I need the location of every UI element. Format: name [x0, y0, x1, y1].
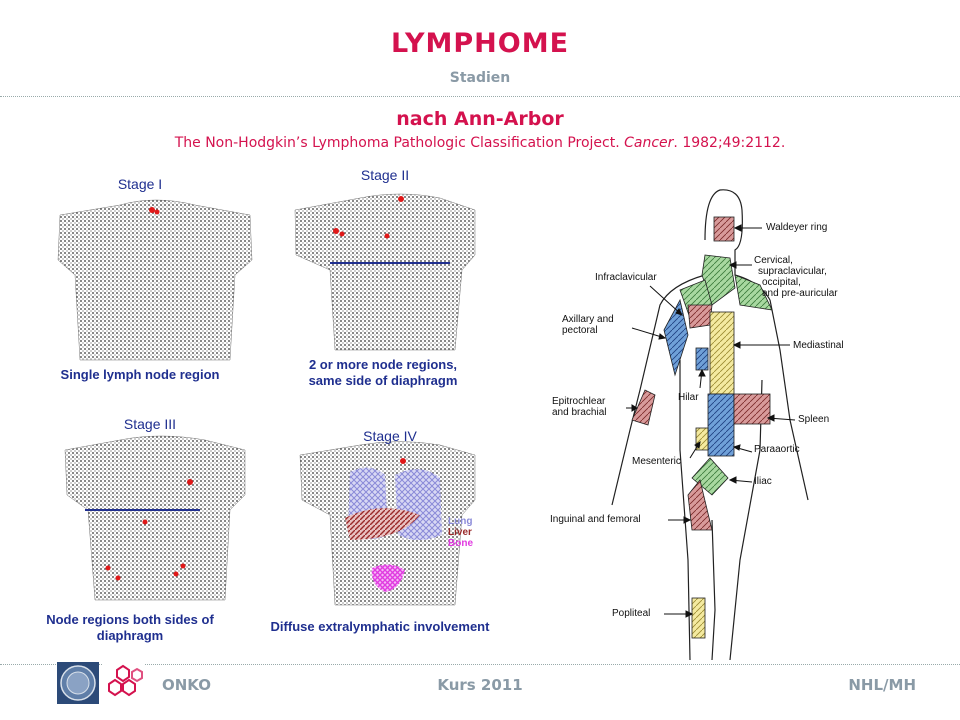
- stage-4-legend: Lung Liver Bone: [448, 516, 473, 549]
- stage-1-label: Stage I: [117, 176, 163, 192]
- label-inguinal: Inguinal and femoral: [550, 514, 641, 525]
- stage-4-torso: [299, 441, 476, 606]
- stage-3-torso: [64, 435, 246, 601]
- liver-region: [345, 508, 420, 540]
- label-hilar: Hilar: [678, 392, 699, 403]
- stage-2-label: Stage II: [360, 167, 410, 183]
- bone-region: [371, 564, 405, 592]
- paraaortic-region: [707, 393, 735, 457]
- legend-bone: Bone: [448, 538, 473, 549]
- stage-1-node: [149, 207, 155, 213]
- waldeyer-region: [713, 216, 735, 242]
- label-paraaortic: Paraaortic: [754, 444, 800, 455]
- stage-3-label: Stage III: [123, 416, 177, 432]
- citation: The Non-Hodgkin’s Lymphoma Pathologic Cl…: [0, 135, 960, 151]
- label-iliac: Iliac: [754, 476, 772, 487]
- hilar-region: [695, 347, 709, 371]
- section-heading: nach Ann-Arbor: [396, 108, 564, 130]
- university-seal-icon: [57, 662, 99, 704]
- iliac-region: [691, 457, 729, 496]
- stage-4-label: Stage IV: [363, 428, 417, 444]
- citation-ref: . 1982;49:2112.: [673, 135, 786, 151]
- label-infraclavicular: Infraclavicular: [595, 272, 657, 283]
- page-subtitle: Stadien: [449, 70, 511, 86]
- stage-1-torso: [57, 199, 253, 361]
- page-title: LYMPHOME: [390, 28, 570, 59]
- footer-logos: [57, 662, 145, 704]
- pointer-arrows: [626, 224, 796, 618]
- label-axillary: Axillary and pectoral: [562, 314, 614, 336]
- footer-divider: [0, 664, 960, 665]
- body-outline: [611, 189, 809, 661]
- label-popliteal: Popliteal: [612, 608, 651, 619]
- cervical-region: [701, 254, 736, 306]
- stage-1-caption: Single lymph node region: [60, 367, 220, 382]
- citation-journal: Cancer: [624, 135, 674, 151]
- label-waldeyer: Waldeyer ring: [766, 222, 828, 233]
- citation-text: The Non-Hodgkin’s Lymphoma Pathologic Cl…: [174, 135, 620, 151]
- stage-2-torso: [294, 193, 476, 351]
- legend-liver: Liver: [448, 527, 472, 538]
- label-spleen: Spleen: [798, 414, 830, 425]
- epitrochlear-region: [631, 389, 656, 426]
- label-mediastinal: Mediastinal: [793, 340, 844, 351]
- node-regions: [631, 216, 773, 639]
- inguinal-region: [687, 479, 713, 531]
- stage-2-caption: 2 or more node regions, same side of dia…: [308, 357, 458, 388]
- stage-4-caption: Diffuse extralymphatic involvement: [270, 619, 490, 634]
- label-epitrochlear: Epitrochlear and brachial: [552, 396, 607, 418]
- mediastinal-region: [709, 311, 735, 395]
- footer-left: ONKO: [162, 676, 212, 694]
- legend-lung: Lung: [448, 516, 473, 527]
- label-cervical: Cervical, supraclavicular, occipital, an…: [754, 255, 838, 299]
- axillary-region: [663, 298, 689, 377]
- footer-center: Kurs 2011: [437, 676, 523, 694]
- header-divider: [0, 96, 960, 97]
- spleen-region: [733, 393, 771, 425]
- hexagon-logo-icon: [103, 662, 145, 704]
- label-mesenteric: Mesenteric: [632, 456, 681, 467]
- footer-right: NHL/MH: [848, 676, 916, 694]
- stage-3-caption: Node regions both sides of diaphragm: [46, 612, 214, 643]
- popliteal-region: [691, 597, 706, 639]
